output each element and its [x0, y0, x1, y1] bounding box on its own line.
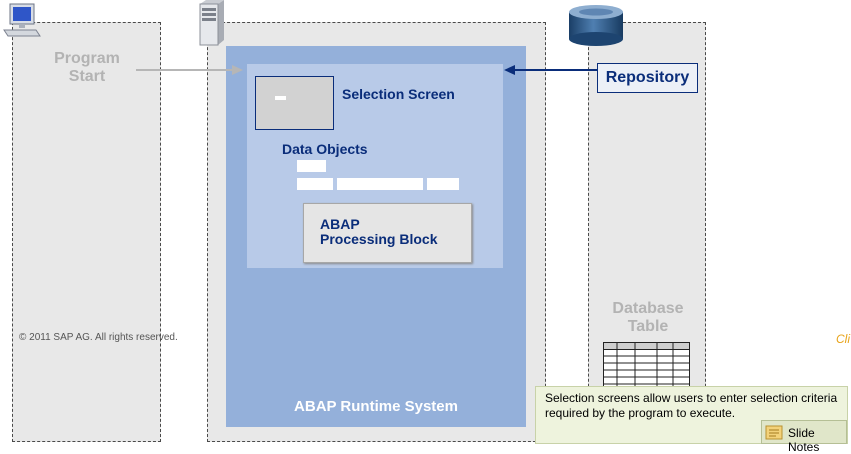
repository-arrow: [504, 65, 597, 75]
runtime-system-label: ABAP Runtime System: [294, 398, 458, 415]
slide-notes-button[interactable]: Slide Notes: [761, 420, 847, 454]
notes-icon: [765, 424, 785, 440]
data-object-field: [297, 160, 326, 172]
selection-screen-label: Selection Screen: [342, 86, 455, 102]
program-start-label: Program Start: [54, 50, 120, 85]
database-table-grid: [603, 342, 691, 390]
selection-screen-box: [255, 76, 334, 130]
data-object-field: [427, 178, 459, 190]
computer-icon: [2, 2, 42, 40]
copyright-text: © 2011 SAP AG. All rights reserved.: [19, 332, 178, 343]
processing-block-box: [303, 203, 472, 263]
data-objects-label: Data Objects: [282, 141, 368, 157]
repository-box: Repository: [597, 63, 698, 93]
selection-screen-field: [275, 96, 286, 100]
program-start-arrow: [136, 65, 243, 75]
processing-block-label: ABAP Processing Block: [320, 216, 438, 247]
data-object-field: [337, 178, 423, 190]
program-column: [12, 22, 161, 442]
data-object-field: [297, 178, 333, 190]
database-table-label: Database Table: [612, 300, 684, 335]
server-icon: [194, 0, 226, 46]
slide-notes-button-label: Slide Notes: [788, 426, 820, 454]
slide-notes-text: Selection screens allow users to enter s…: [545, 391, 838, 420]
database-icon: [567, 3, 625, 47]
cli-fragment: Cli: [836, 332, 850, 346]
